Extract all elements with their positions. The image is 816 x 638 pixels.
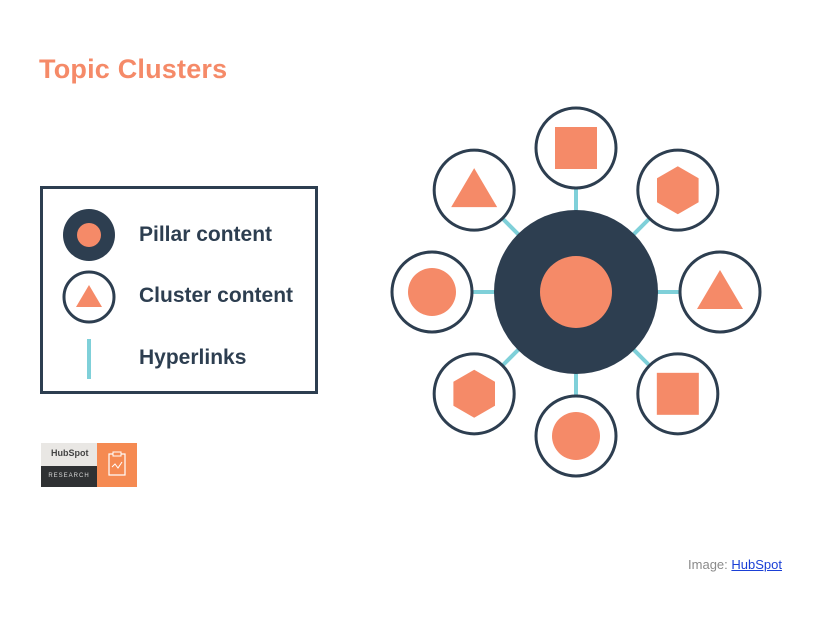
hyperlink-line-icon [87, 339, 91, 379]
cluster-node-left [390, 250, 474, 334]
hubspot-research-logo: HubSpot RESEARCH [41, 443, 137, 487]
circle-icon [408, 268, 456, 316]
credit-link[interactable]: HubSpot [731, 557, 782, 572]
page-title: Topic Clusters [39, 54, 228, 84]
logo-subtitle: RESEARCH [41, 466, 97, 487]
cluster-node-top-left [432, 148, 516, 232]
pillar-content-node [494, 210, 658, 374]
cluster-node-right [678, 250, 762, 334]
clipboard-icon [108, 451, 126, 476]
legend-label-cluster: Cluster content [139, 284, 294, 307]
hyperlink-bottom-right [631, 347, 652, 368]
pillar-inner-circle-icon [540, 256, 612, 328]
cluster-node-bottom-left [432, 352, 516, 436]
hyperlink-bottom-left [500, 347, 521, 368]
cluster-node-bottom [534, 394, 618, 478]
topic-cluster-diagram [390, 106, 762, 478]
triangle-icon [451, 168, 498, 208]
cluster-node-top-right [636, 148, 720, 232]
legend-label-hyperlinks: Hyperlinks [139, 346, 247, 369]
pillar-circle-icon [63, 209, 115, 261]
hyperlink-top-right [631, 216, 652, 237]
triangle-icon [697, 270, 743, 309]
hexagon-icon [657, 166, 699, 215]
credit-prefix: Image: [688, 557, 728, 572]
square-icon [656, 372, 699, 415]
legend-box: Pillar content Cluster content Hyperlink… [40, 186, 318, 394]
cluster-triangle-icon [62, 270, 116, 324]
cluster-node-top [534, 106, 618, 190]
image-credit: Image: HubSpot [688, 557, 782, 572]
hexagon-icon [453, 369, 495, 418]
square-icon [555, 127, 597, 169]
hyperlink-top-left [500, 216, 521, 237]
circle-icon [552, 412, 600, 460]
logo-brand: HubSpot [51, 448, 89, 458]
cluster-node-bottom-right [636, 352, 720, 436]
legend-label-pillar: Pillar content [139, 223, 273, 246]
